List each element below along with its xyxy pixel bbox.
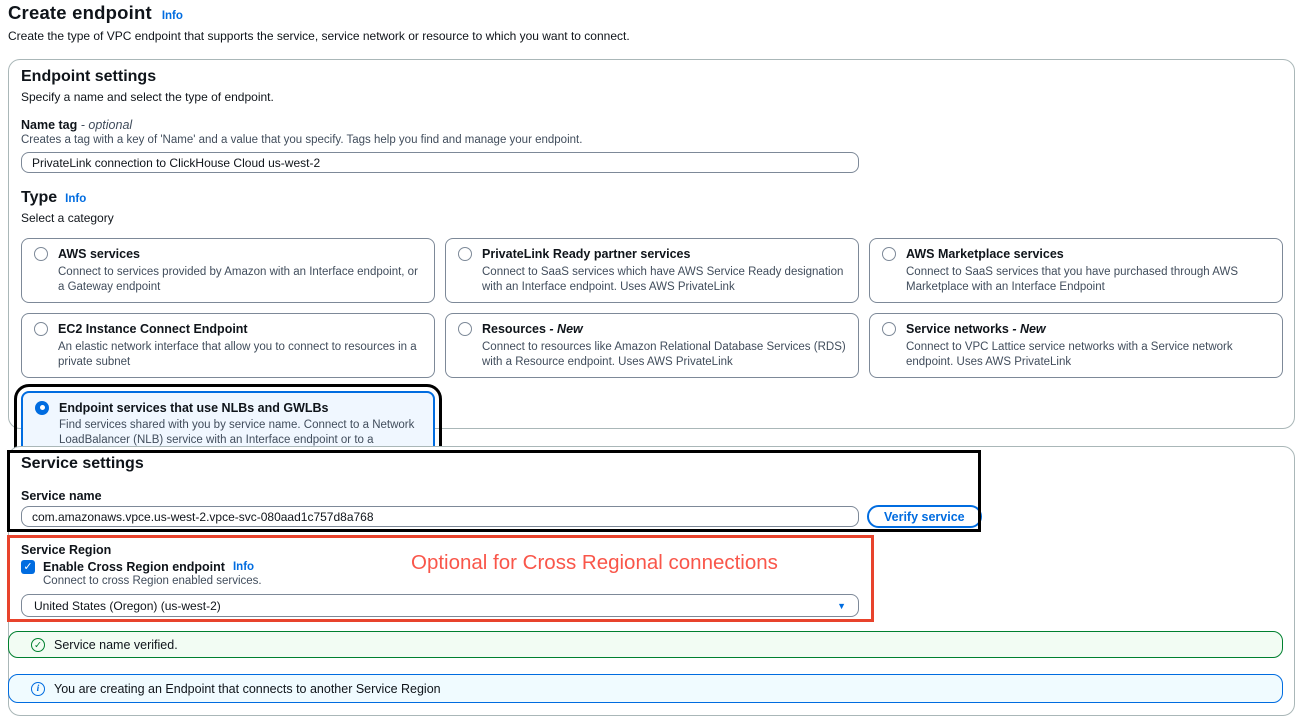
service-settings-card: Service settings Service name Verify ser…: [8, 446, 1295, 716]
type-option-description: Connect to resources like Amazon Relatio…: [482, 340, 846, 368]
type-option-title: EC2 Instance Connect Endpoint: [58, 321, 248, 336]
radio-icon[interactable]: [34, 321, 48, 336]
service-region-selected-value: United States (Oregon) (us-west-2): [34, 598, 221, 613]
radio-icon[interactable]: [882, 321, 896, 336]
info-banner: i You are creating an Endpoint that conn…: [8, 674, 1283, 703]
type-title: Type: [21, 189, 58, 206]
name-tag-label: Name tag - optional: [21, 118, 133, 132]
radio-icon[interactable]: [34, 247, 48, 261]
type-subtitle: Select a category: [21, 211, 114, 225]
enable-cross-region-checkbox[interactable]: ✓: [21, 560, 35, 574]
success-check-icon: ✓: [31, 637, 45, 652]
chevron-down-icon: ▼: [837, 600, 846, 611]
radio-selected-icon[interactable]: [35, 400, 49, 415]
type-option-title: AWS Marketplace services: [906, 247, 1064, 261]
type-info-link[interactable]: Info: [65, 193, 87, 205]
enable-cross-region-label: Enable Cross Region endpoint: [43, 560, 225, 574]
page-description: Create the type of VPC endpoint that sup…: [8, 29, 630, 43]
cross-region-info-link[interactable]: Info: [232, 561, 255, 573]
success-banner-text: Service name verified.: [54, 637, 178, 652]
type-option-aws-marketplace-services[interactable]: AWS Marketplace services Connect to SaaS…: [869, 238, 1283, 303]
page-info-link[interactable]: Info: [161, 10, 183, 22]
type-option-description: Connect to services provided by Amazon w…: [58, 265, 418, 293]
name-tag-input[interactable]: [21, 152, 859, 173]
endpoint-settings-subtitle: Specify a name and select the type of en…: [21, 90, 274, 104]
type-options-grid: AWS services Connect to services provide…: [14, 238, 1283, 495]
info-banner-text: You are creating an Endpoint that connec…: [54, 681, 441, 696]
type-option-description: An elastic network interface that allow …: [58, 340, 417, 368]
service-name-input[interactable]: [21, 506, 859, 527]
success-banner: ✓ Service name verified.: [8, 631, 1283, 658]
name-tag-optional: - optional: [77, 118, 133, 132]
radio-icon[interactable]: [458, 247, 472, 261]
endpoint-settings-card: Endpoint settings Specify a name and sel…: [8, 59, 1295, 495]
cross-region-help: Connect to cross Region enabled services…: [43, 575, 262, 587]
radio-icon[interactable]: [458, 321, 472, 336]
service-settings-title: Service settings: [21, 455, 144, 472]
endpoint-settings-title: Endpoint settings: [21, 68, 157, 85]
type-option-resources[interactable]: Resources - New Connect to resources lik…: [445, 312, 859, 378]
type-option-description: Connect to SaaS services that you have p…: [906, 265, 1238, 293]
type-option-title: Endpoint services that use NLBs and GWLB…: [59, 400, 329, 415]
type-option-aws-services[interactable]: AWS services Connect to services provide…: [21, 238, 435, 303]
page-title: Create endpoint: [8, 2, 152, 23]
type-option-privatelink-partner-services[interactable]: PrivateLink Ready partner services Conne…: [445, 238, 859, 303]
type-option-title: PrivateLink Ready partner services: [482, 247, 691, 261]
service-name-label: Service name: [21, 489, 102, 503]
type-option-ec2-instance-connect[interactable]: EC2 Instance Connect Endpoint An elastic…: [21, 312, 435, 378]
service-region-label: Service Region: [21, 543, 112, 557]
type-option-description: Connect to SaaS services which have AWS …: [482, 265, 844, 293]
type-option-service-networks[interactable]: Service networks - New Connect to VPC La…: [869, 312, 1283, 378]
verify-service-button[interactable]: Verify service: [867, 505, 982, 528]
page-header: Create endpoint Info Create the type of …: [8, 2, 1288, 43]
radio-icon[interactable]: [882, 247, 896, 261]
type-option-title: AWS services: [58, 247, 140, 261]
type-option-description: Connect to VPC Lattice service networks …: [906, 340, 1233, 368]
type-option-title: Resources - New: [482, 321, 583, 336]
type-option-title: Service networks - New: [906, 321, 1046, 336]
service-region-select[interactable]: United States (Oregon) (us-west-2) ▼: [21, 594, 859, 617]
info-circle-icon: i: [31, 681, 45, 696]
name-tag-help: Creates a tag with a key of 'Name' and a…: [21, 134, 583, 146]
